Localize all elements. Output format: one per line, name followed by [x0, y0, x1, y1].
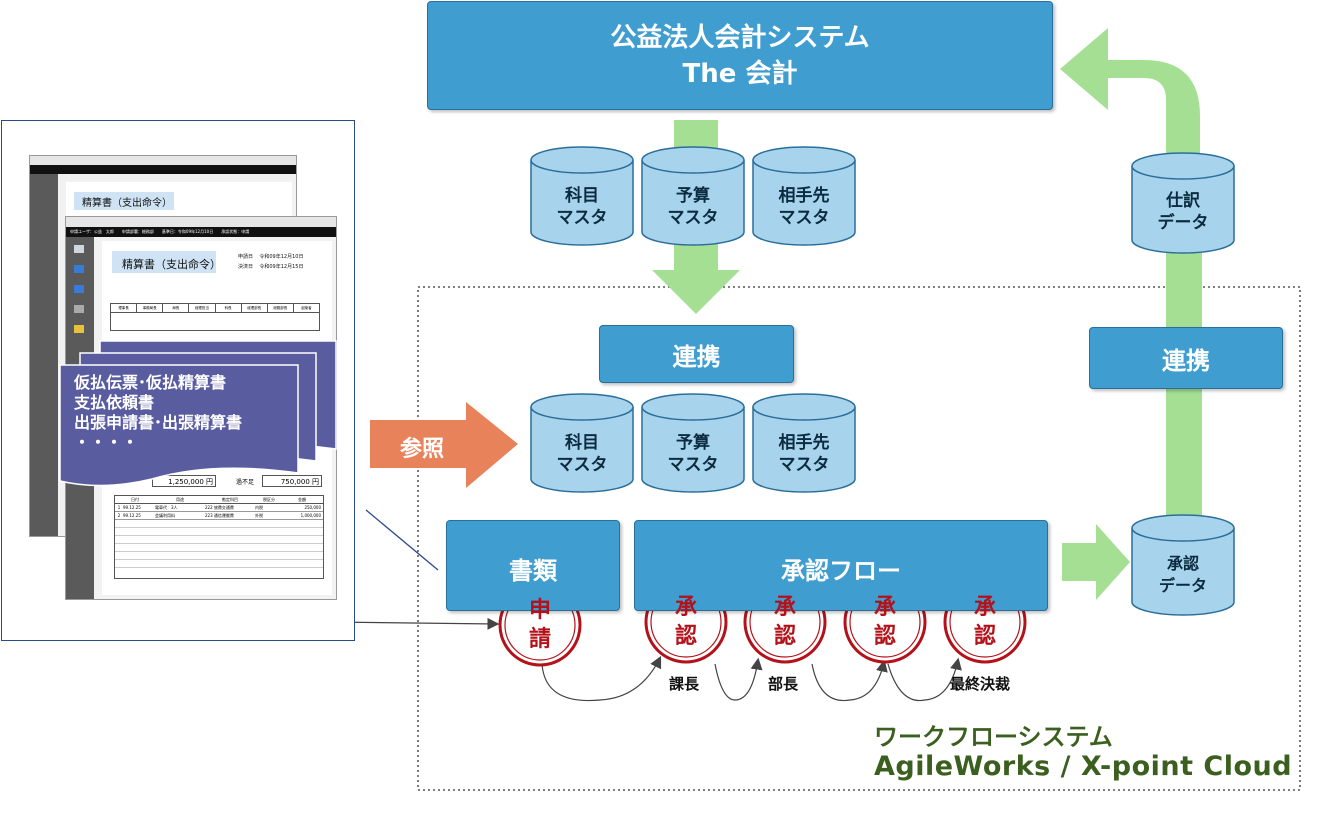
doc-type-1: 仮払伝票･仮払精算書 — [74, 373, 227, 392]
top-system-line2: The 会計 — [682, 58, 798, 89]
doc-type-4: ・・・・ — [74, 433, 139, 452]
master-top-3-label: 相手先マスタ — [778, 186, 830, 228]
amount-total-box: 1,250,000 円 — [152, 475, 216, 487]
cylinder-top-1 — [530, 146, 634, 246]
cylinder-mid-1 — [530, 393, 634, 493]
front-header-bar: 申請ユーザ：公益 太郎 申請部署：総務部 基準日：令和09年12月10日 承認状… — [66, 227, 336, 237]
shortage-label: 過不足 — [236, 479, 255, 486]
shonin-flow-box: 承認フロー — [634, 520, 1048, 611]
back-form-title: 精算書（支出命令） — [82, 198, 172, 209]
route-curve-4 — [887, 657, 962, 702]
green-arrow-right — [1062, 524, 1130, 600]
detail-table: 日付 用途 勘定科目 税区分 金額 1 99.12.25 電車代 3人 222 … — [114, 495, 324, 579]
shiwake-data-label: 仕訳データ — [1157, 191, 1209, 233]
seal-shonin-3: 承認 — [873, 595, 896, 649]
seal-shonin-2: 承認 — [773, 595, 796, 649]
master-top-2-label: 予算マスタ — [667, 186, 719, 228]
seal-shinsei: 申請 — [528, 598, 551, 652]
doc-type-3: 出張申請書･出張精算書 — [74, 413, 243, 432]
approver-saishu: 最終決裁 — [950, 675, 1011, 693]
doc-type-stack — [59, 340, 337, 487]
approver-bucho: 部長 — [768, 675, 799, 693]
route-curve-3 — [811, 659, 888, 702]
shonin-data-label: 承認データ — [1158, 554, 1207, 595]
master-top-1-label: 科目マスタ — [556, 186, 608, 228]
shonin-flow-label: 承認フロー — [781, 557, 901, 585]
table-row: 1 99.12.25 電車代 3人 222 旅費交通費 内税 250,000 — [115, 504, 323, 512]
front-form-title: 精算書（支出命令） — [122, 258, 221, 271]
orange-arrow-sansho — [370, 402, 518, 488]
workflow-title: ワークフローシステム — [874, 723, 1113, 751]
cylinder-top-2 — [641, 146, 745, 246]
doc-type-list: 仮払伝票･仮払精算書 支払依頼書 出張申請書･出張精算書 ・・・・ — [74, 373, 242, 453]
renkei-right-label: 連携 — [1162, 346, 1210, 375]
route-curve-1 — [541, 655, 662, 702]
request-date: 申請日 令和09年12月10日 — [238, 254, 304, 260]
document-screenshot-frame: 精算書（支出命令） 申請ユーザ：公益 太郎 申請部署：総務部 基準日：令和09年… — [1, 120, 355, 641]
cylinder-shiwake — [1131, 152, 1235, 254]
renkei-right-box: 連携 — [1089, 327, 1283, 389]
renkei-left-box: 連携 — [599, 325, 794, 383]
approval-stamp-row: 理事長 事務局長 局長 経理担当 科長 経理部長 総務部長 起案者 — [110, 303, 320, 331]
top-system-line1: 公益法人会計システム — [610, 22, 870, 53]
doc-connector-line — [365, 509, 439, 571]
top-system-box: 公益法人会計システム The 会計 — [427, 1, 1053, 110]
shorui-label: 書類 — [509, 557, 557, 585]
seal-shonin-1: 承認 — [674, 595, 697, 649]
workflow-product: AgileWorks / X-point Cloud — [874, 751, 1293, 782]
green-arrow-up — [1060, 28, 1202, 540]
cylinder-mid-2 — [641, 393, 745, 493]
renkei-left-label: 連携 — [672, 342, 721, 371]
table-row: 2 99.12.25 会議利用料 223 通信運搬費 外税 1,000,000 — [115, 512, 323, 520]
amount-diff-box: 750,000 円 — [262, 475, 322, 487]
cylinder-top-3 — [752, 146, 856, 246]
shorui-box: 書類 — [446, 520, 620, 611]
sansho-label: 参照 — [400, 437, 445, 462]
approver-kacho: 課長 — [669, 675, 700, 693]
cylinder-shonin — [1131, 514, 1235, 616]
decision-date: 決済日 令和09年12月15日 — [238, 264, 304, 270]
cylinder-mid-3 — [752, 393, 856, 493]
master-mid-2-label: 予算マスタ — [667, 433, 719, 475]
seal-shonin-4: 承認 — [973, 595, 996, 649]
workflow-frame — [417, 286, 1301, 791]
doc-type-2: 支払依頼書 — [74, 393, 155, 412]
route-curve-2 — [714, 657, 763, 701]
master-mid-1-label: 科目マスタ — [556, 433, 608, 475]
master-mid-3-label: 相手先マスタ — [778, 433, 830, 475]
